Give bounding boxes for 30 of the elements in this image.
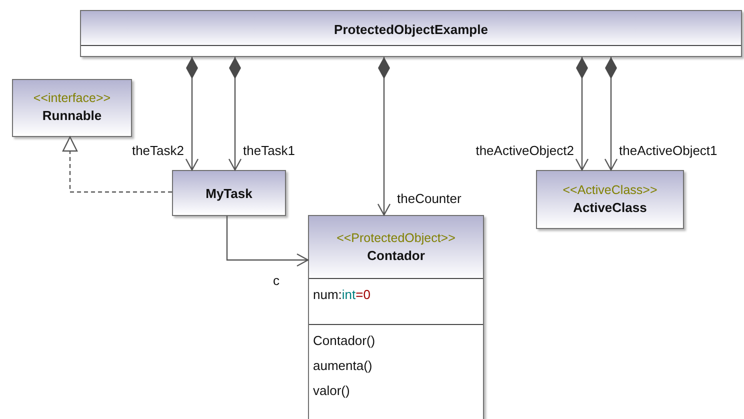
stereotype-label: <<ProtectedObject>> xyxy=(336,231,456,245)
association-arrow xyxy=(226,216,309,267)
class-box xyxy=(536,170,684,229)
composition-arrow xyxy=(228,57,242,171)
realization-arrow xyxy=(62,136,172,193)
class-box xyxy=(80,10,742,57)
operation-text: Contador() xyxy=(313,332,376,350)
composition-arrow xyxy=(377,57,391,216)
edge-label: theActiveObject1 xyxy=(619,143,718,158)
class-name: ActiveClass xyxy=(573,200,647,214)
edge-label: c xyxy=(273,273,280,288)
edge-label: theActiveObject2 xyxy=(476,143,574,158)
class-name: Runnable xyxy=(42,108,102,123)
attribute-text: num:int=0 xyxy=(313,286,372,304)
composition-arrow xyxy=(185,57,199,171)
class-box xyxy=(12,79,132,137)
stereotype-label: <<ActiveClass>> xyxy=(562,182,658,196)
class-box xyxy=(172,170,286,216)
class-box xyxy=(308,215,484,419)
stereotype-label: <<interface>> xyxy=(33,91,111,105)
edge-label: theTask2 xyxy=(132,143,184,158)
class-name: ProtectedObjectExample xyxy=(334,22,488,37)
class-name: Contador xyxy=(367,248,425,263)
edge-label: theTask1 xyxy=(243,143,296,158)
operation-text: aumenta() xyxy=(313,357,374,375)
composition-arrow xyxy=(604,57,618,171)
operation-text: valor() xyxy=(313,382,351,400)
edge-label: theCounter xyxy=(397,191,462,206)
class-name: MyTask xyxy=(206,186,252,201)
composition-arrow xyxy=(575,57,589,171)
